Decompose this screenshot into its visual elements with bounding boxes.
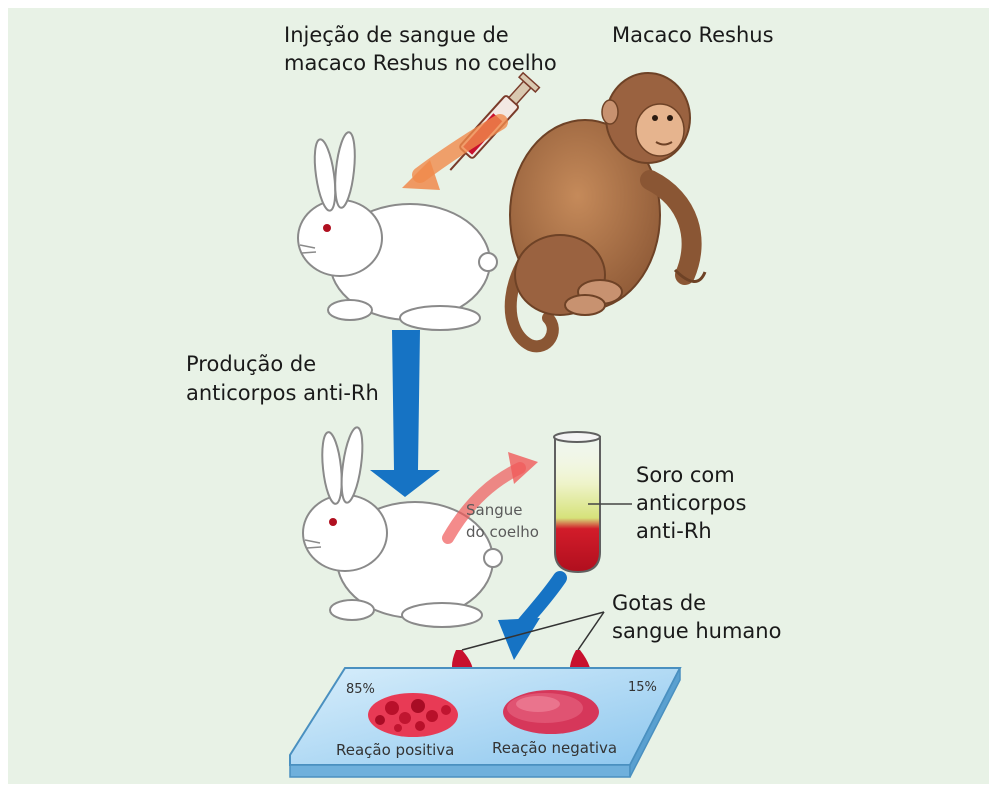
rabbit-blood-label-line1: Sangue: [466, 500, 522, 520]
positive-reaction-sample: [368, 693, 458, 737]
monkey-label: Macaco Reshus: [612, 22, 774, 48]
positive-reaction-label: Reação positiva: [336, 740, 454, 760]
drops-label-line2: sangue humano: [612, 618, 781, 644]
serum-label-line3: anti-Rh: [636, 518, 712, 544]
drops-label-line1: Gotas de: [612, 590, 706, 616]
test-tube-illustration: [554, 432, 600, 572]
rabbit-blood-label-line2: do coelho: [466, 522, 539, 542]
serum-label-line2: anticorpos: [636, 490, 746, 516]
injection-label-line2: macaco Reshus no coelho: [284, 50, 557, 76]
negative-reaction-label: Reação negativa: [492, 738, 617, 758]
production-label-line2: anticorpos anti-Rh: [186, 380, 379, 406]
injection-label-line1: Injeção de sangue de: [284, 22, 509, 48]
production-label-line1: Produção de: [186, 351, 316, 377]
negative-reaction-sample: [503, 690, 599, 734]
percent-right-label: 15%: [628, 680, 657, 695]
serum-label-line1: Soro com: [636, 462, 735, 488]
percent-left-label: 85%: [346, 682, 375, 697]
